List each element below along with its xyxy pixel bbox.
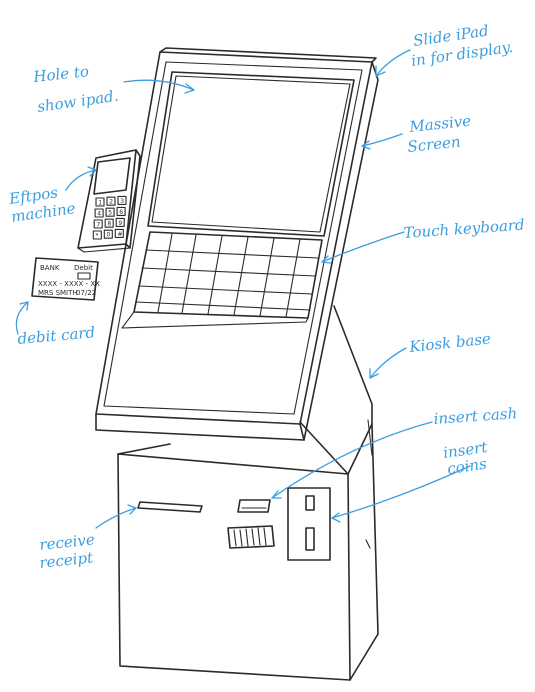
card-bank-text: BANK — [40, 264, 60, 272]
eftpos-key — [115, 217, 125, 227]
debit-card: BANK Debit XXXX - XXXX - XX MRS SMITH 07… — [31, 257, 100, 301]
annotation-insert-cash: insert cash — [433, 404, 518, 428]
eftpos-key-label: 8 — [107, 221, 111, 228]
eftpos-key-label: * — [96, 233, 99, 240]
annotation-receive-line1: receive — [39, 530, 96, 554]
kiosk-base — [117, 305, 379, 681]
eftpos-key-label: 5 — [108, 210, 112, 217]
annotation-debit-card: debit card — [17, 323, 96, 348]
eftpos-key — [103, 229, 113, 239]
annotation-kiosk-base: Kiosk base — [408, 330, 492, 357]
annotation-hole-line1: Hole to — [32, 62, 90, 86]
eftpos-key-label: 3 — [120, 198, 124, 205]
annotation-receive-line2: receipt — [39, 548, 95, 572]
eftpos-key — [117, 195, 127, 205]
eftpos-key — [92, 230, 102, 240]
eftpos-key-label: 1 — [98, 200, 102, 207]
eftpos-key-label: # — [118, 231, 123, 238]
eftpos-key-label: 0 — [107, 232, 111, 239]
touch-keyboard — [121, 231, 323, 329]
annotation-massive-line2: Screen — [407, 133, 462, 156]
eftpos-key-label: 4 — [97, 211, 101, 218]
receipt-slot — [137, 501, 203, 513]
eftpos-key — [104, 218, 114, 228]
annotation-insert-coins-line2: coins — [446, 455, 488, 478]
card-number-text: XXXX - XXXX - XX — [38, 280, 100, 288]
eftpos-key — [94, 208, 104, 218]
eftpos-key — [95, 197, 105, 207]
eftpos-machine — [77, 149, 141, 253]
cash-dispenser-grille — [227, 525, 275, 549]
card-chip — [77, 272, 91, 280]
annotation-massive-line1: Massive — [408, 112, 473, 136]
eftpos-key-label: 7 — [96, 222, 100, 229]
annotation-hole-line2: show ipad. — [36, 87, 119, 116]
eftpos-key-label: 9 — [118, 220, 122, 227]
eftpos-key — [93, 219, 103, 229]
card-expiry-text: 07/22 — [76, 289, 96, 297]
cash-slot — [237, 499, 271, 513]
annotation-touch-keyboard: Touch keyboard — [403, 216, 525, 242]
ipad-display-hole — [147, 71, 355, 237]
eftpos-key — [105, 207, 115, 217]
screen-housing — [95, 47, 379, 441]
eftpos-key-label: 2 — [109, 199, 113, 206]
eftpos-key-label: 6 — [119, 209, 123, 216]
card-type-text: Debit — [74, 264, 93, 272]
coin-unit — [287, 487, 331, 561]
eftpos-key — [106, 196, 116, 206]
eftpos-key — [114, 228, 124, 238]
eftpos-key — [116, 206, 126, 216]
card-name-text: MRS SMITH — [38, 289, 78, 297]
